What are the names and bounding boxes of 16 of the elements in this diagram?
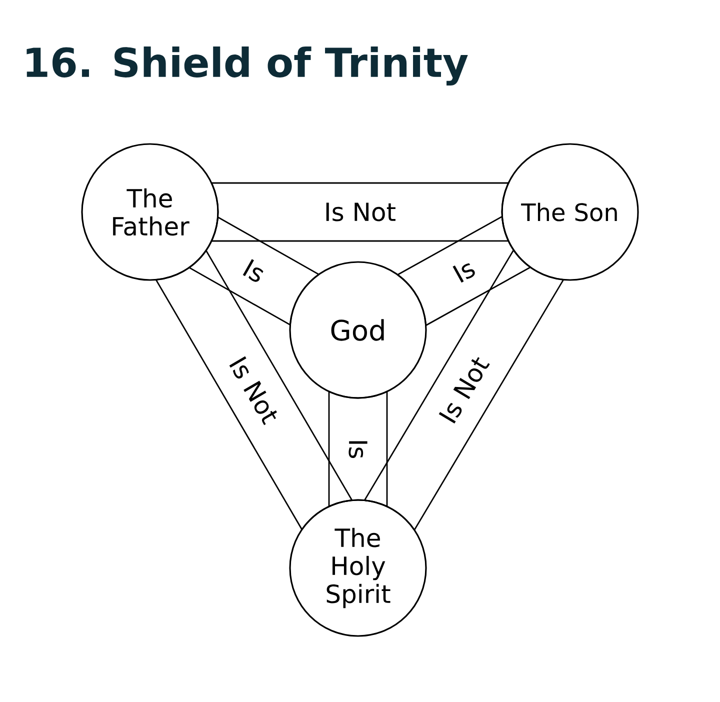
band-connector <box>364 249 564 531</box>
circle-node: God <box>289 261 427 399</box>
edge-label: Is Not <box>322 202 398 222</box>
edge-label: Is <box>239 256 269 286</box>
edge-label: Is <box>348 438 368 460</box>
edge-label: Is Not <box>436 352 492 428</box>
circle-node: The Son <box>501 143 639 281</box>
band-connector <box>396 216 532 326</box>
band-connector <box>188 216 320 326</box>
band-connector <box>210 182 510 242</box>
circle-node: The Holy Spirit <box>289 499 427 637</box>
circle-node: The Father <box>81 143 219 281</box>
edge-label: Is <box>449 256 479 286</box>
band-connector <box>155 250 353 530</box>
title: 16. Shield of Trinity <box>26 46 468 86</box>
band-connector <box>328 390 388 508</box>
